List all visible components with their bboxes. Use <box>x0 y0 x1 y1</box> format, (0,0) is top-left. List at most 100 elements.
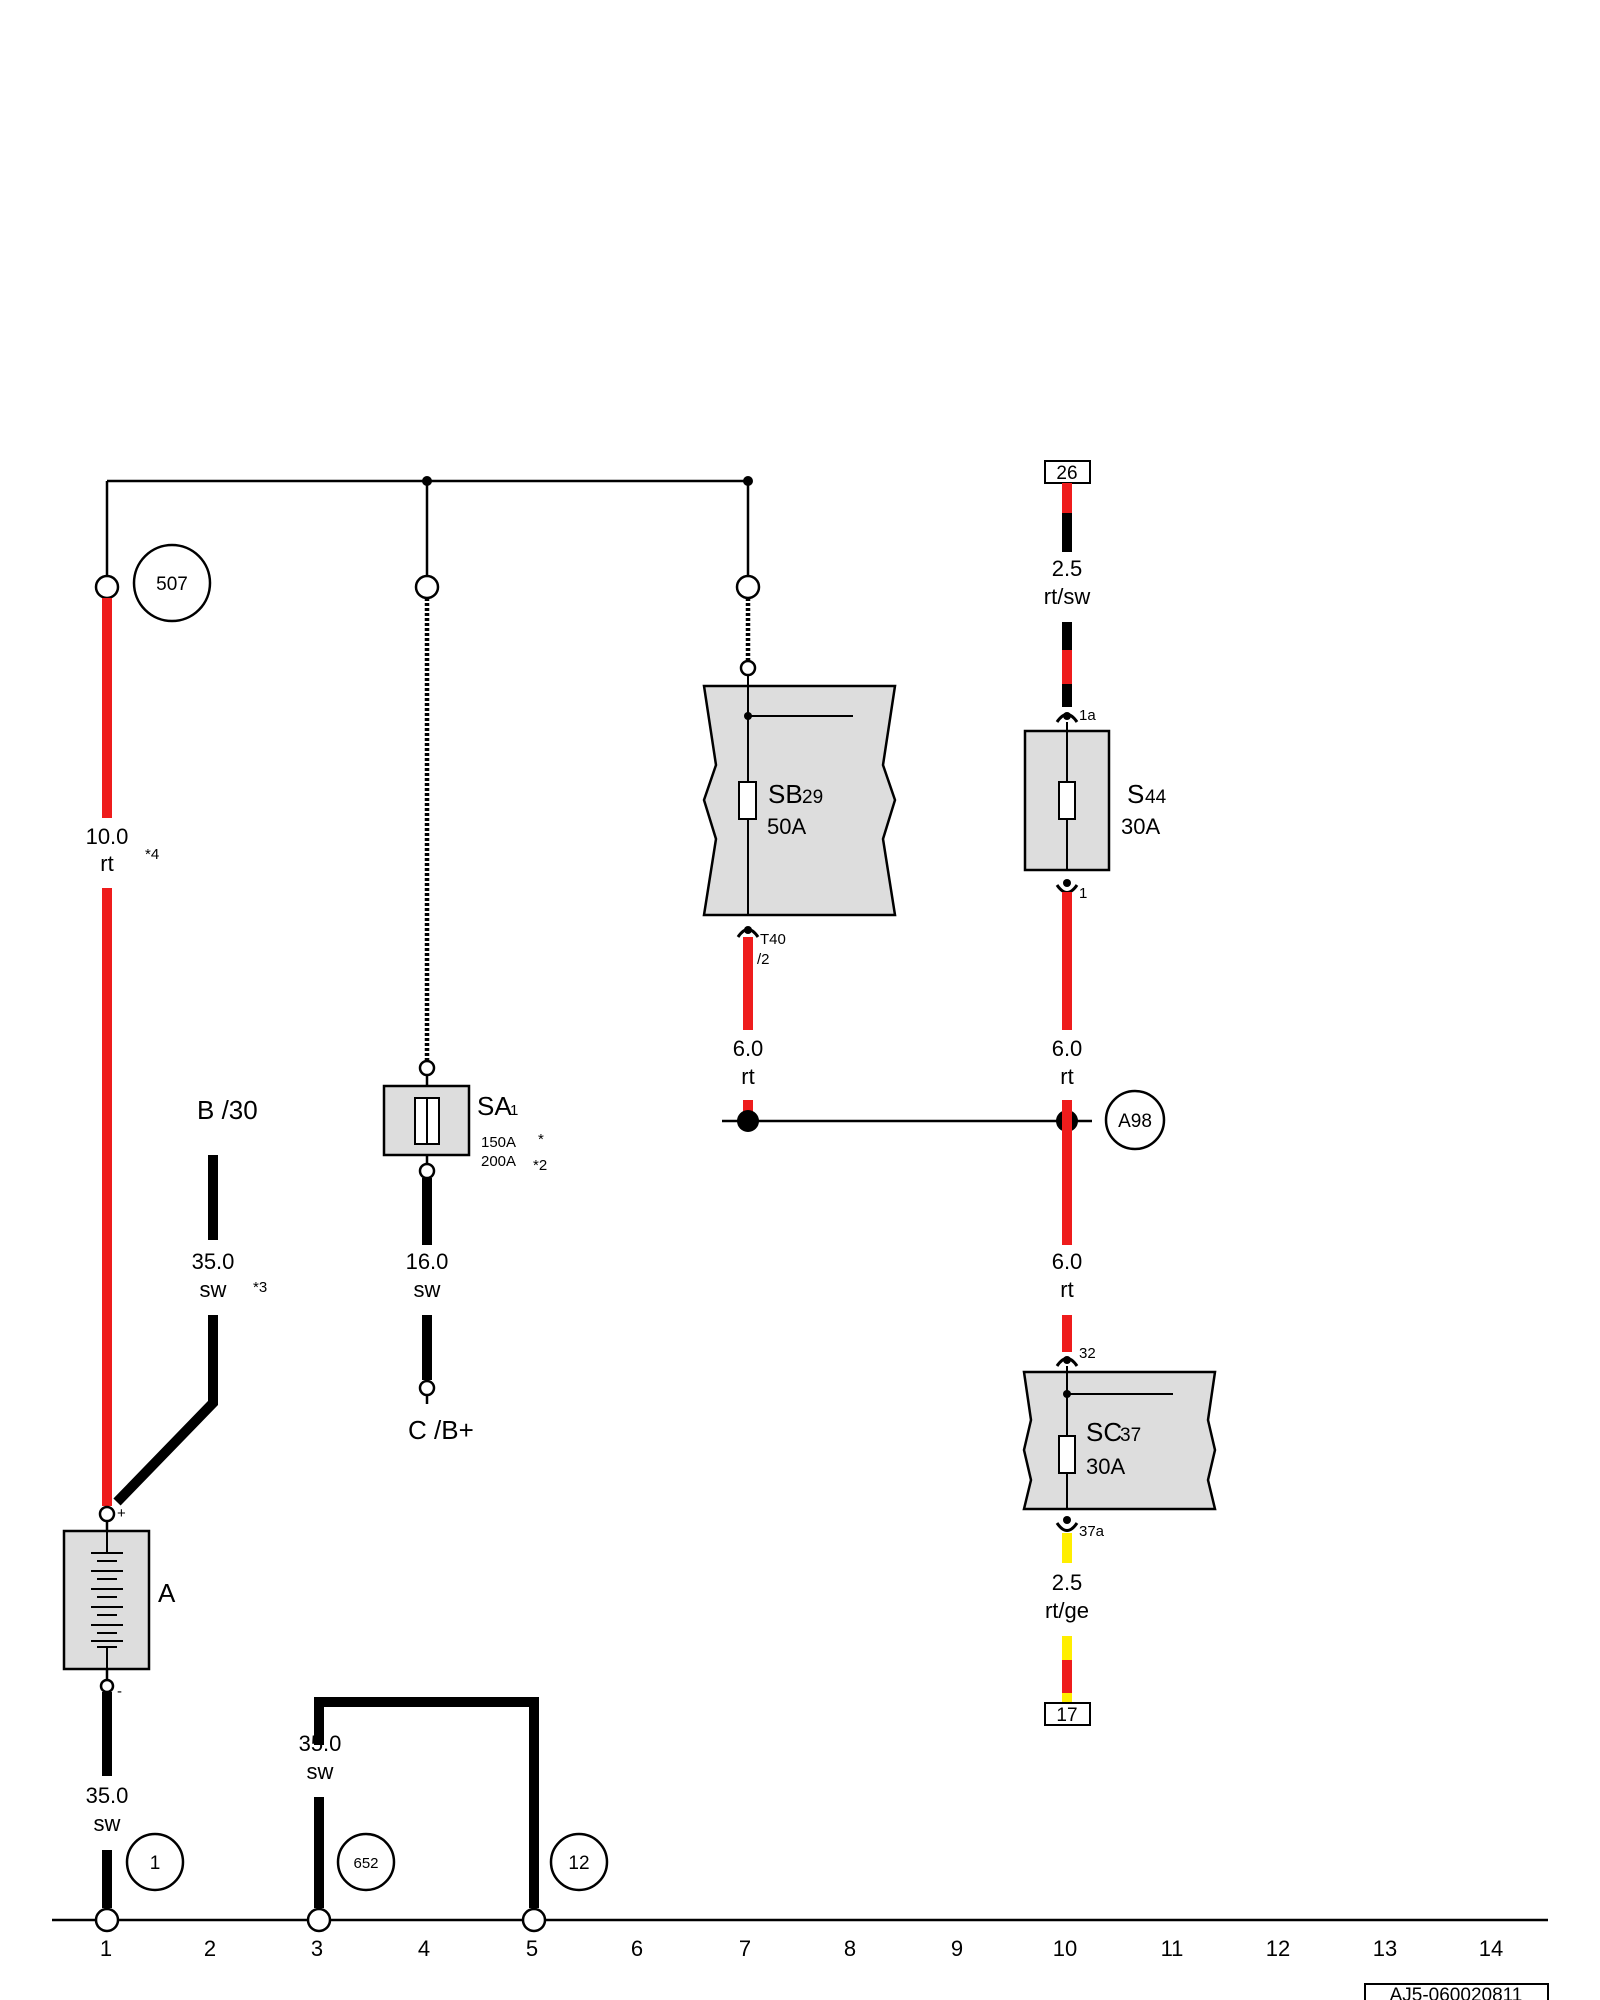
connection-a98: A98 <box>1104 1089 1166 1151</box>
wire-size-label: 6.0 <box>1052 1036 1083 1061</box>
sc37-top-dot <box>1063 1356 1071 1364</box>
svg-text:AJ5-060020811: AJ5-060020811 <box>1390 1985 1523 2000</box>
svg-text:1: 1 <box>150 1853 161 1874</box>
s44-pin-top: 1a <box>1079 707 1096 724</box>
wire-size-label: 16.0 <box>406 1249 449 1274</box>
sa1-top-pin <box>418 1059 436 1077</box>
battery-minus-label: - <box>117 1683 122 1700</box>
ruler-mark: 11 <box>1161 1936 1184 1961</box>
svg-text:507: 507 <box>156 574 188 595</box>
sa1-mark-2: *2 <box>533 1157 547 1174</box>
wire-color-label: rt <box>1060 1277 1073 1302</box>
ruler-mark: 12 <box>1266 1936 1290 1961</box>
terminal-b30: B /30 <box>197 1095 258 1125</box>
ref-box-26: 26 <box>1044 460 1091 484</box>
terminal-pin-2 <box>414 574 440 600</box>
wire-size-label: 35.0 <box>86 1783 129 1808</box>
fuse-sa1 <box>382 1084 471 1157</box>
ruler-mark: 5 <box>526 1936 538 1961</box>
sb29-sub: 29 <box>802 787 823 808</box>
sc37-pin-bottom: 37a <box>1079 1523 1105 1540</box>
ruler-mark: 14 <box>1479 1936 1503 1961</box>
fuse-sb29 <box>702 675 897 917</box>
sa1-rating-2: 200A <box>481 1153 516 1170</box>
wire-size-label: 10.0 <box>86 824 129 849</box>
svg-text:12: 12 <box>568 1853 589 1874</box>
connection-652: 652 <box>336 1832 396 1892</box>
s44-label: S <box>1127 779 1144 809</box>
ruler-mark: 4 <box>418 1936 430 1961</box>
wire-color-label: sw <box>307 1759 334 1784</box>
ruler-mark: 7 <box>739 1936 751 1961</box>
wire-size-label: 35.0 <box>192 1249 235 1274</box>
ruler: 1 2 3 4 5 6 7 8 9 10 11 12 13 14 <box>100 1936 1503 1961</box>
ruler-mark: 1 <box>100 1936 112 1961</box>
sc37-sub: 37 <box>1120 1425 1141 1446</box>
sb29-bottom-dot <box>744 926 752 934</box>
ruler-mark: 6 <box>631 1936 643 1961</box>
ruler-mark: 10 <box>1053 1936 1077 1961</box>
battery-label: A <box>158 1578 176 1608</box>
splice-node-1 <box>737 1110 759 1132</box>
wire-note: *3 <box>253 1279 267 1296</box>
sc37-bottom-dot <box>1063 1516 1071 1524</box>
sa1-mark-1: * <box>538 1131 544 1148</box>
s44-top-dot <box>1063 712 1071 720</box>
connection-507: 507 <box>132 543 212 623</box>
sb29-pin-label: T40 <box>760 931 786 948</box>
ruler-mark: 3 <box>311 1936 323 1961</box>
terminal-pin-3 <box>735 574 761 600</box>
wire-size-label: 6.0 <box>1052 1249 1083 1274</box>
svg-text:652: 652 <box>353 1855 378 1872</box>
fuse-s44 <box>1023 722 1111 872</box>
wire-size-label: 2.5 <box>1052 1570 1083 1595</box>
terminal-cbplus-pin <box>418 1379 436 1397</box>
wire-loop-top <box>314 1697 539 1908</box>
sa1-bottom-pin <box>418 1162 436 1180</box>
svg-text:A98: A98 <box>1118 1111 1152 1132</box>
svg-text:17: 17 <box>1056 1705 1077 1726</box>
sc37-plug-bottom <box>1055 1522 1079 1532</box>
doc-id-box: AJ5-060020811 <box>1364 1983 1549 2000</box>
ruler-mark: 8 <box>844 1936 856 1961</box>
sa1-sub: 1 <box>510 1102 518 1119</box>
wire-note: *4 <box>145 846 159 863</box>
wire-color-label: sw <box>200 1277 227 1302</box>
battery-plus-pin <box>98 1505 116 1523</box>
wire-b30-bottom <box>113 1315 218 1506</box>
s44-sub: 44 <box>1145 787 1167 808</box>
connection-12: 12 <box>549 1832 609 1892</box>
ground-pin-1 <box>94 1907 120 1933</box>
sc37-rating: 30A <box>1086 1454 1125 1479</box>
battery-plus-label: + <box>117 1505 126 1522</box>
ruler-mark: 9 <box>951 1936 963 1961</box>
connection-1: 1 <box>125 1832 185 1892</box>
fuse-sc37 <box>1022 1366 1217 1511</box>
wire-size-label: 2.5 <box>1052 556 1083 581</box>
sb29-top-pin <box>739 659 757 677</box>
ground-pin-3 <box>306 1907 332 1933</box>
wire-color-label: rt <box>100 851 113 876</box>
sb29-pin-label-2: /2 <box>757 951 770 968</box>
ref-box-17: 17 <box>1044 1702 1091 1726</box>
s44-bottom-dot <box>1063 879 1071 887</box>
wire-color-label: rt/sw <box>1044 584 1091 609</box>
s44-pin-bottom: 1 <box>1079 885 1087 902</box>
wire-size-label: 35.0 <box>299 1731 342 1756</box>
terminal-pin-1 <box>94 574 120 600</box>
wire-color-label: rt/ge <box>1045 1598 1089 1623</box>
battery-minus-pin <box>99 1678 115 1694</box>
ruler-mark: 2 <box>204 1936 216 1961</box>
battery-a <box>62 1529 151 1671</box>
sc37-pin-top: 32 <box>1079 1345 1096 1362</box>
ground-pin-5 <box>521 1907 547 1933</box>
sa1-rating-1: 150A <box>481 1134 516 1151</box>
sa1-label: SA <box>477 1091 512 1121</box>
sb29-label: SB <box>768 779 803 809</box>
wire-color-label: sw <box>94 1811 121 1836</box>
wire-color-label: rt <box>741 1064 754 1089</box>
ruler-mark: 13 <box>1373 1936 1397 1961</box>
sb29-rating: 50A <box>767 814 806 839</box>
sc37-label: SC <box>1086 1417 1122 1447</box>
